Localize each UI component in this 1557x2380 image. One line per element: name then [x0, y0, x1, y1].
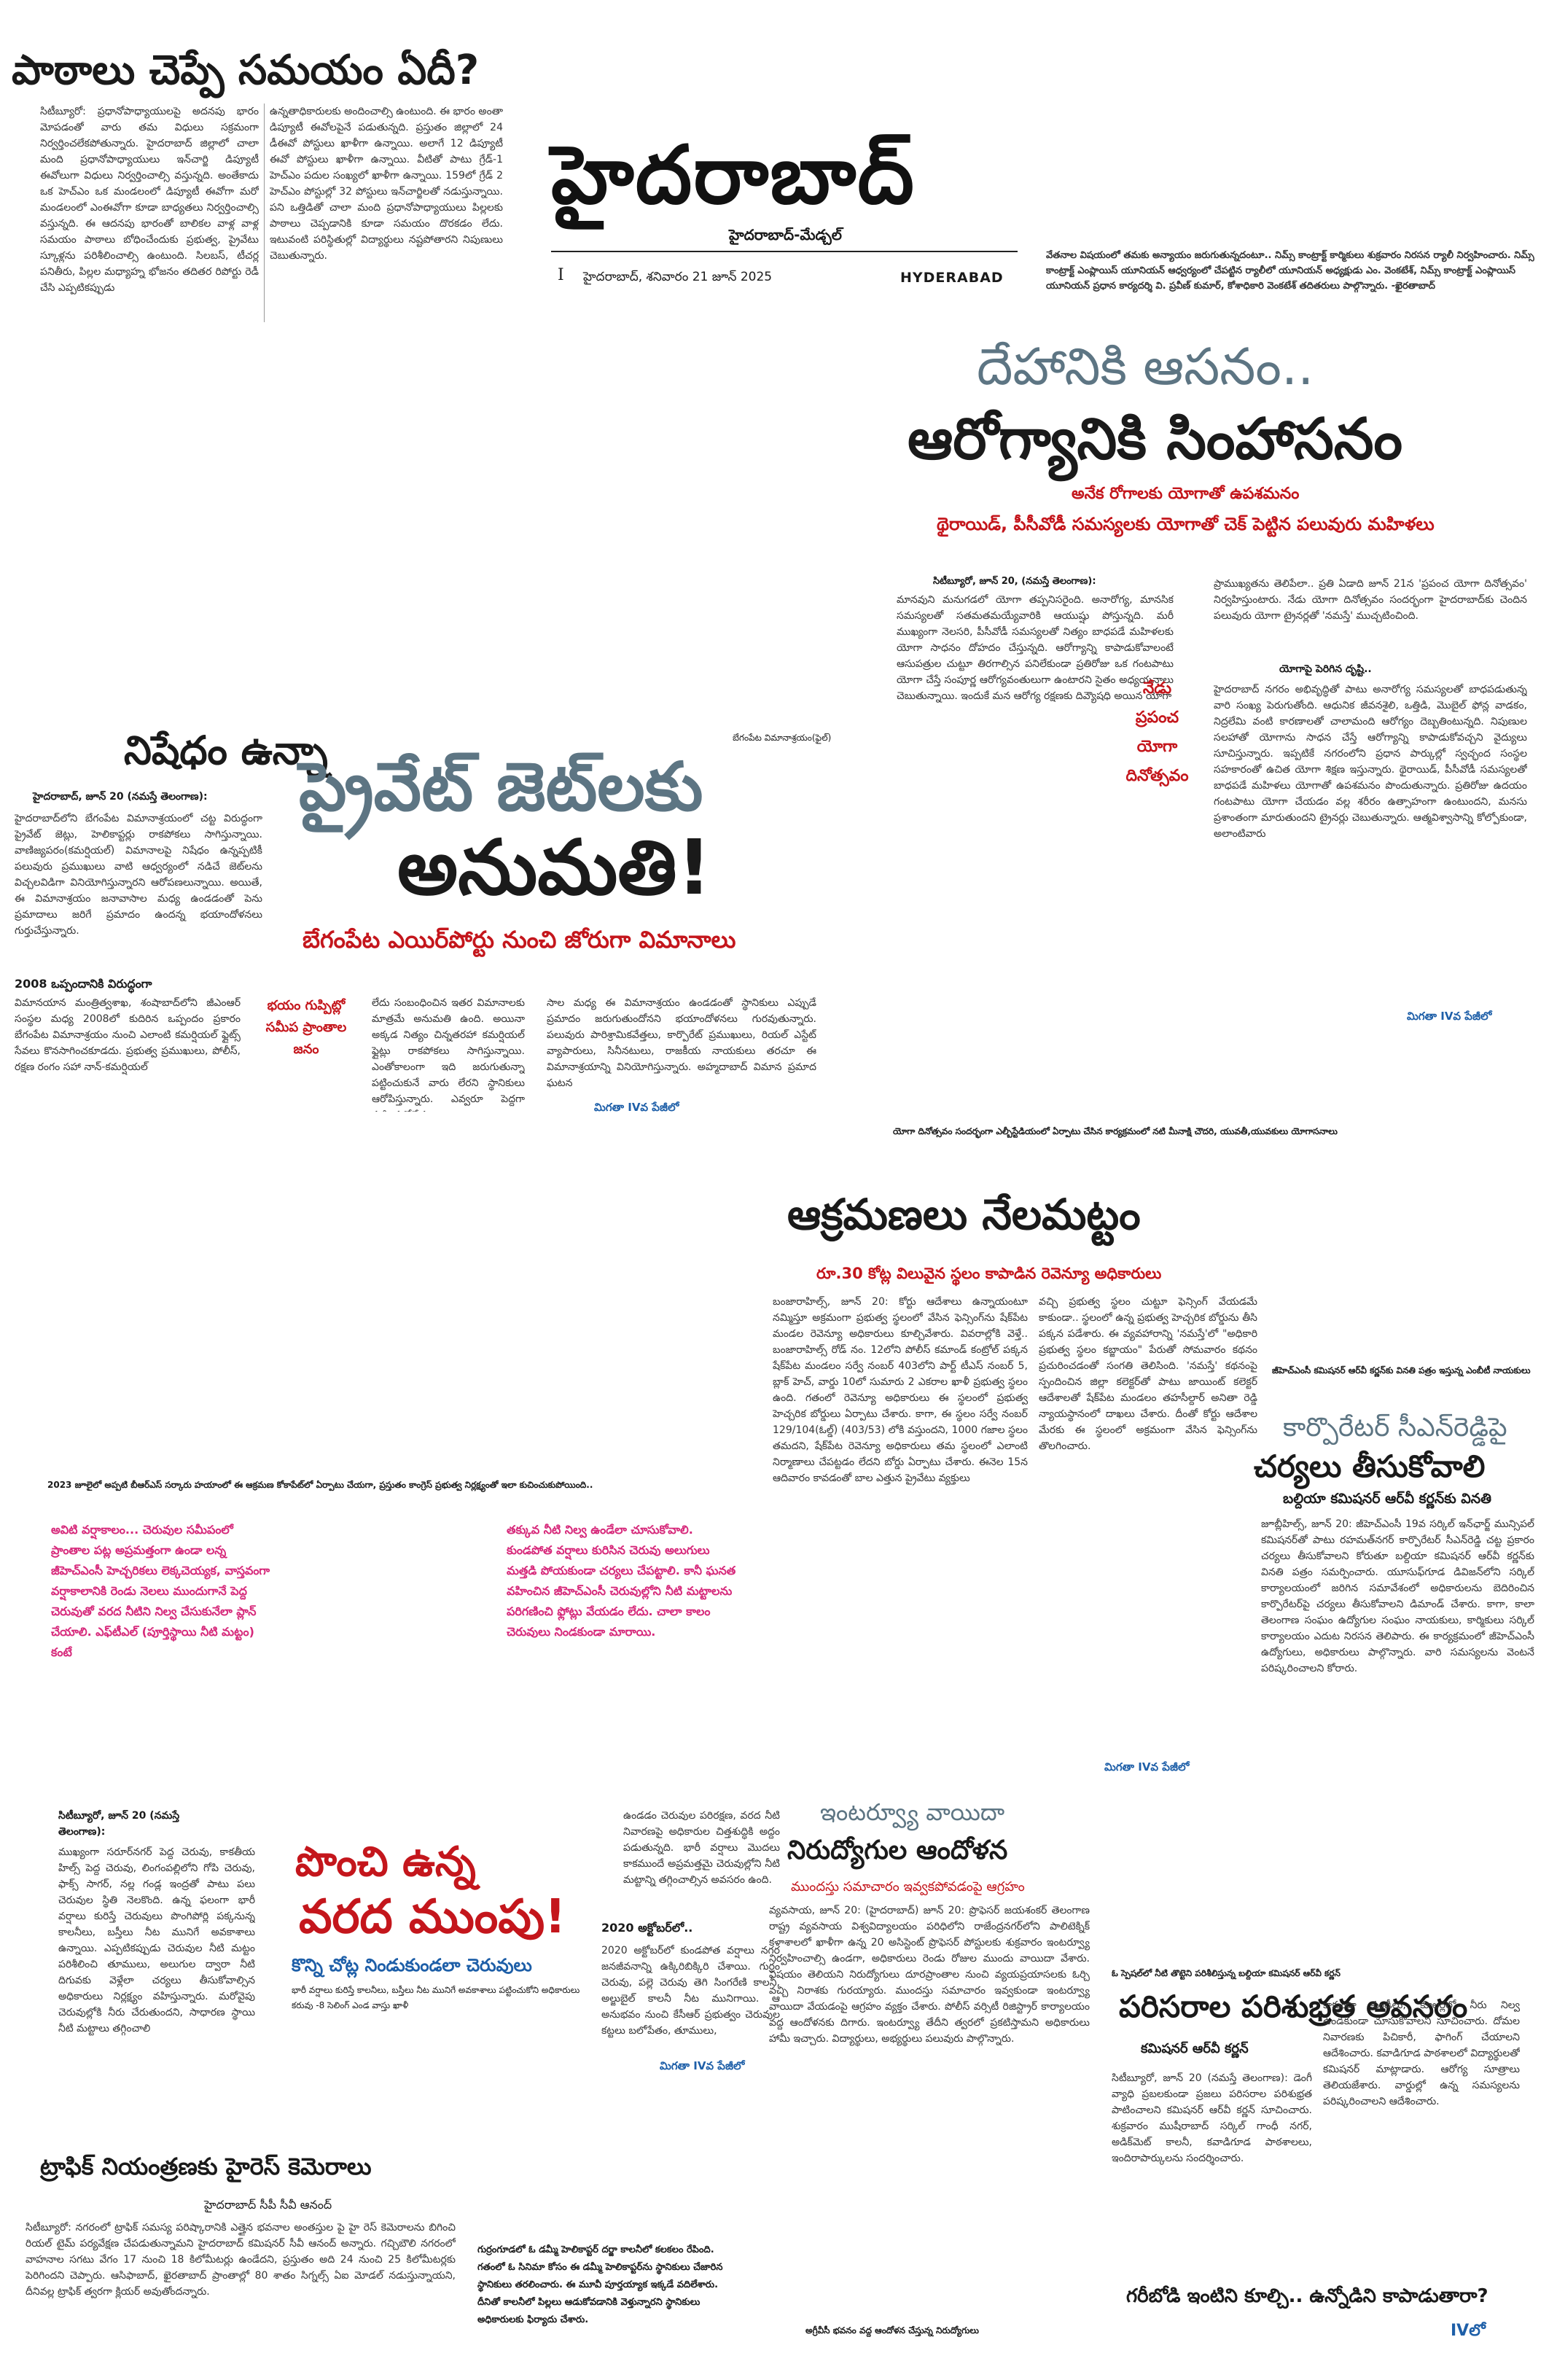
interview-headline: నిరుద్యోగుల ఆందోళన: [787, 1835, 1008, 1865]
interview-subhead: ముందస్తు సమాచారం ఇవ్వకపోవడంపై ఆగ్రహం: [791, 1879, 1025, 1895]
top-left-col1: సిటీబ్యూరో: ప్రధానోపాధ్యాయులపై అదనపు భార…: [40, 106, 259, 294]
encroach-subhead: రూ.30 కోట్ల విలువైన స్థలం కాపాడిన రెవెన్…: [816, 1265, 1162, 1282]
jet-col3: సాల మధ్య ఈ విమానాశ్రయం ఉండడంతో స్థానికుల…: [547, 997, 816, 1089]
flood-dateline: సిటీబ్యూరో, జూన్ 20 (నమస్తే తెలంగాణ):: [58, 1810, 180, 1838]
flood-col2: ఉండడం చెరువుల పరిరక్షణ, వరద నీటి నివారణప…: [623, 1810, 780, 1886]
flood-subhead: కొన్ని చోట్ల నిండుకుండలా చెరువులు: [292, 1955, 532, 1975]
masthead-title: హైదరాబాద్: [551, 128, 916, 222]
jet-dateline: హైదరాబాద్, జూన్ 20 (నమస్తే తెలంగాణ):: [33, 791, 208, 803]
yoga-col2b: హైదరాబాద్ నగరం అభివృద్ధితో పాటు అనారోగ్య…: [1214, 684, 1527, 840]
yoga-subhead-2: యోగాపై పెరిగిన దృష్టి..: [1279, 663, 1372, 675]
top-left-divider: [264, 104, 265, 322]
yoga-subhead: థైరాయిడ్, పీసీవోడీ సమస్యలకు యోగాతో చెక్ …: [937, 514, 1435, 534]
flood-jump: మిగతా IVవ పేజీలో: [660, 2059, 745, 2072]
traffic-col: సిటీబ్యూరో: నగరంలో ట్రాఫిక్ సమస్య పరిష్క…: [26, 2222, 456, 2298]
corporator-col: జూబ్లీహిల్స్, జూన్ 20: జీహెచ్‌ఎంసీ 19వ స…: [1261, 1518, 1534, 1674]
flood-sub-2020: 2020 అక్టోబర్‌లో..: [601, 1921, 693, 1935]
yoga-side-box-text: నేడు ప్రపంచ యోగా దినోత్సవం: [1125, 679, 1189, 785]
lakes-quote-right: తక్కువ నీటి నిల్వ ఉండేలా చూసుకోవాలి. కుం…: [507, 1523, 736, 1639]
lakes-caption: 2023 జూలైలో అప్పటి బీఆర్‌ఎస్ సర్కారు హయా…: [47, 1480, 593, 1490]
traffic-subhead: హైదరాబాద్ సీపీ సీవీ ఆనంద్: [204, 2198, 332, 2212]
encroach-headline: ఆక్రమణలు నేలమట్టం: [787, 1190, 1141, 1239]
yoga-col1: మానవుని మనుగడలో యోగా తప్పనిసరైంది. అనారో…: [897, 594, 1174, 702]
yoga-headline-2: ఆరోగ్యానికి సింహాసనం: [908, 407, 1403, 472]
jet-pull-quote: భయం గుప్పిట్లో సమీప ప్రాంతాల జనం: [265, 998, 347, 1057]
nims-caption: వేతనాల విషయంలో తమకు అన్యాయం జరుగుతున్నదం…: [1046, 250, 1534, 292]
environment-kicker: ఓ స్పెషల్‌లో నీటి తొట్టెని పరిశీలిస్తున్…: [1112, 1968, 1341, 1978]
flood-col2b: 2020 అక్టోబర్‌లో కుండపోత వర్షాలు నగర జనజ…: [601, 1945, 780, 2037]
encroach-col2: వచ్చి ప్రభుత్వ స్థలం చుట్టూ ఫెన్సింగ్ వే…: [1039, 1296, 1257, 1452]
environment-question: గరీబోడి ఇంటిని కూల్చి.. ఉన్నోడిని కాపాడు…: [1126, 2285, 1488, 2307]
jet-col2: లేదు సంబంధించిన ఇతర విమానాలకు మాత్రమే అన…: [372, 997, 525, 1112]
interview-kicker: ఇంటర్వ్యూ వాయిదా: [820, 1798, 1005, 1826]
jet-col1b: విమానయాన మంత్రిత్వశాఖ, శంషాబాద్‌లోని జీఎ…: [15, 997, 241, 1073]
environment-col1: సిటీబ్యూరో, జూన్ 20 (నమస్తే తెలంగాణ): డె…: [1112, 2072, 1312, 2164]
flood-headline-1: పొంచి ఉన్న: [295, 1838, 476, 1886]
flood-col1: ముఖ్యంగా సరూర్‌నగర్ పెద్ద చెరువు, కాకతీయ…: [58, 1846, 255, 2034]
corporator-headline-2: చర్యలు తీసుకోవాలి: [1254, 1448, 1486, 1484]
flood-headline-2: వరద ముంపు!: [299, 1890, 566, 1944]
masthead-rule: [551, 251, 1018, 252]
flood-summary: భారీ వర్షాలు కురిస్తే కాలనీలు, బస్తీలు న…: [292, 1985, 580, 2010]
masthead-dateline: హైదరాబాద్, శనివారం 21 జూన్ 2025: [583, 270, 773, 284]
yoga-photo-caption: యోగా దినోత్సవం సందర్భంగా ఎల్బీస్టేడియంలో…: [893, 1126, 1338, 1136]
environment-col2: కాకుండా కుండీలు, కూలర్లలో నీరు నిల్వ ఉండ…: [1323, 1999, 1520, 2107]
environment-subhead: కమిషనర్ ఆర్‌వీ కర్ణన్: [1141, 2041, 1249, 2056]
yoga-col2: ప్రాముఖ్యతను తెలిపేలా.. ప్రతి ఏడాది జూన్…: [1214, 578, 1527, 622]
encroach-jump: మిగతా IVవ పేజీలో: [1104, 1760, 1190, 1774]
yoga-dateline: సిటీబ్యూరో, జూన్ 20, (నమస్తే తెలంగాణ):: [933, 576, 1096, 587]
jet-jump: మిగతా IVవ పేజీలో: [594, 1101, 679, 1114]
traffic-side-note: గుర్రంగూడలో ఓ డమ్మీ హెలికాప్టర్ దర్జా కా…: [477, 2244, 723, 2325]
corporator-subhead: బల్దియా కమిషనర్ ఆర్‌వీ కర్ణన్‌కు వినతి: [1283, 1491, 1491, 1507]
jet-headline-3: అనుమతి!: [397, 823, 711, 912]
masthead-city-en: HYDERABAD: [900, 270, 1004, 286]
yoga-headline-1: దేహానికి ఆసనం..: [977, 337, 1314, 397]
jet-headline-1: నిషేధం ఉన్నా: [124, 727, 328, 773]
corporator-kicker: జీహెచ్‌ఎంసీ కమిషనర్ ఆర్‌వీ కర్ణన్‌కు విన…: [1272, 1365, 1531, 1376]
masthead-edition: I: [558, 266, 564, 284]
interview-caption: అగ్రీవీసీ భవనం వద్ద ఆందోళన చేస్తున్న నిర…: [805, 2325, 979, 2336]
corporator-headline-1: కార్పొరేటర్ సీఎన్‌రెడ్డిపై: [1283, 1413, 1507, 1443]
jet-photo-caption: బేగంపేట విమానాశ్రయం(ఫైల్): [733, 733, 832, 743]
jet-headline-2: ప్రైవేట్ జెట్‌లకు: [299, 748, 703, 826]
jet-col1: హైదరాబాద్‌లోని బేగంపేట విమానాశ్రయంలో చట్…: [15, 813, 262, 937]
yoga-kicker: అనేక రోగాలకు యోగాతో ఉపశమనం: [1072, 485, 1300, 503]
interview-col: వ్యవసాయ, జూన్ 20: (హైదరాబాద్) జూన్ 20: ప…: [769, 1905, 1090, 2045]
top-left-headline: పాఠాలు చెప్పే సమయం ఏదీ?: [12, 47, 480, 94]
yoga-side-box: నేడు ప్రపంచ యోగా దినోత్సవం: [1119, 674, 1195, 791]
environment-headline: పరిసరాల పరిశుభ్రత అవసరం: [1119, 1989, 1468, 2024]
masthead-subtitle: హైదరాబాద్-మేడ్చల్: [729, 226, 842, 243]
traffic-headline: ట్రాఫిక్ నియంత్రణకు హైరెస్ కెమెరాలు: [40, 2153, 372, 2180]
jet-subhead: బేగంపేట ఎయిర్‌పోర్టు నుంచి జోరుగా విమానా…: [303, 926, 736, 953]
encroach-col1: బంజారాహిల్స్, జూన్ 20: కోర్టు ఆదేశాలు ఉన…: [773, 1296, 1028, 1484]
yoga-jump: మిగతా IVవ పేజీలో: [1407, 1010, 1492, 1023]
environment-jump: IVలో: [1451, 2322, 1486, 2340]
jet-sub-2008: 2008 ఒప్పందానికి విరుద్ధంగా: [15, 977, 152, 991]
lakes-quote-left: అవిటి వర్షాకాలం... చెరువుల సమీపంలో ప్రాం…: [51, 1523, 270, 1659]
top-left-col2: ఉన్నతాధికారులకు అందించాల్సి ఉంటుంది. ఈ భ…: [270, 106, 503, 262]
